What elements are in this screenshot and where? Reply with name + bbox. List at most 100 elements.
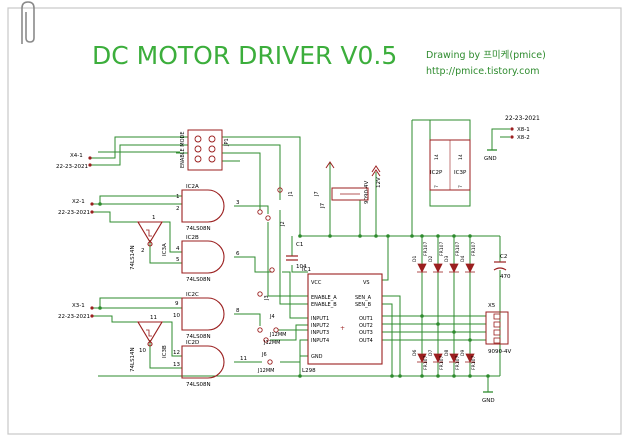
svg-text:X4-1: X4-1	[70, 153, 83, 159]
svg-text:FR107: FR107	[423, 242, 429, 256]
credit-url[interactable]: http://pmice.tistory.com	[426, 66, 539, 77]
inverter-ic3b	[137, 321, 163, 344]
sheet-frame	[7, 7, 622, 435]
l298-driver: IC1 L298 VCC ENABLE_A ENABLE_B INPUT1 IN…	[302, 267, 383, 374]
svg-text:J4: J4	[269, 314, 275, 320]
svg-text:INPUT3: INPUT3	[311, 330, 329, 336]
svg-text:74LS08N: 74LS08N	[186, 382, 211, 388]
x2-connector: X2-1 22-23-2021	[58, 199, 94, 216]
svg-text:J3: J3	[264, 295, 270, 301]
svg-text:INPUT4: INPUT4	[311, 338, 329, 344]
x3-connector: X3-1 22-23-2021	[58, 303, 94, 320]
and-gate-labels: IC2A 74LS08N 1 2 3 IC2B 74LS08N 4 5 6 IC…	[173, 184, 247, 388]
svg-text:ENABLE MODE: ENABLE MODE	[180, 131, 186, 168]
svg-text:470: 470	[500, 274, 511, 280]
svg-text:14: 14	[434, 154, 440, 160]
power-header	[331, 187, 369, 201]
inverter-labels: 74LS14N IC3A 1 2 74LS14N IC3B 11 10	[130, 215, 168, 372]
and-gate-ic2d	[181, 345, 225, 379]
svg-text:X8-2: X8-2	[517, 135, 530, 141]
svg-text:13: 13	[173, 362, 180, 368]
svg-text:INPUT2: INPUT2	[311, 323, 329, 329]
svg-text:4: 4	[176, 246, 180, 252]
jumper-j7-label: J7	[320, 202, 326, 209]
svg-text:6: 6	[236, 251, 240, 257]
svg-text:L298: L298	[302, 368, 316, 374]
svg-text:104: 104	[296, 264, 307, 270]
vs-label: 12V	[376, 177, 382, 188]
svg-text:X2-1: X2-1	[72, 199, 85, 205]
svg-text:FR107: FR107	[423, 356, 429, 370]
svg-text:J7: J7	[314, 191, 320, 197]
svg-text:GND: GND	[311, 354, 323, 360]
svg-text:11: 11	[150, 315, 157, 321]
svg-text:IC2A: IC2A	[186, 184, 199, 190]
svg-text:11: 11	[240, 356, 247, 362]
svg-text:ENABLE_A: ENABLE_A	[311, 295, 337, 301]
svg-text:ENABLE_B: ENABLE_B	[311, 302, 337, 308]
svg-text:1: 1	[176, 194, 180, 200]
x5-motor-connector: X5 9090-4V	[485, 303, 511, 355]
svg-text:2: 2	[176, 206, 180, 212]
svg-text:J12MM: J12MM	[263, 340, 280, 346]
and-gate-shapes	[181, 189, 225, 379]
svg-text:J6: J6	[261, 352, 267, 358]
svg-text:FR107: FR107	[439, 356, 445, 370]
svg-text:74LS08N: 74LS08N	[186, 334, 211, 340]
svg-text:D7: D7	[428, 350, 434, 356]
inverter-shapes	[137, 221, 163, 347]
svg-text:VS: VS	[363, 280, 370, 286]
svg-text:12: 12	[173, 350, 180, 356]
jumper-labels: J1 J2 J3 J4 J12MM J12MM J6 J12MM J7	[257, 191, 320, 374]
gnd-label-bottom: GND	[482, 398, 495, 404]
svg-text:X5: X5	[488, 303, 496, 309]
svg-text:J1: J1	[288, 191, 294, 197]
svg-text:7: 7	[458, 185, 464, 188]
svg-text:OUT1: OUT1	[359, 316, 373, 322]
svg-text:X3-1: X3-1	[72, 303, 85, 309]
svg-text:D3: D3	[444, 256, 450, 262]
enable-mode-header: ENABLE MODE JP1	[180, 129, 230, 171]
svg-text:74LS14N: 74LS14N	[130, 245, 136, 270]
svg-text:7: 7	[434, 185, 440, 188]
svg-text:IC2D: IC2D	[186, 340, 199, 346]
svg-text:D2: D2	[428, 256, 434, 262]
svg-text:IC1: IC1	[302, 267, 311, 273]
svg-text:FR107: FR107	[455, 242, 461, 256]
svg-text:JP1: JP1	[224, 138, 230, 147]
capacitor-c1: C1 104	[286, 242, 307, 270]
jumper-shapes	[257, 187, 283, 365]
svg-text:IC3P: IC3P	[454, 170, 467, 176]
svg-text:IC2P: IC2P	[430, 170, 443, 176]
svg-text:FR107: FR107	[471, 356, 477, 370]
svg-text:22-23-2021: 22-23-2021	[58, 210, 90, 216]
svg-text:8: 8	[236, 308, 240, 314]
supply-arrows	[325, 161, 381, 177]
svg-text:VCC: VCC	[311, 280, 322, 286]
and-gate-ic2b	[181, 240, 225, 274]
svg-text:74LS08N: 74LS08N	[186, 226, 211, 232]
svg-text:D9: D9	[460, 350, 466, 356]
ic-power-block: IC2P IC3P 14 14 7 7	[429, 139, 471, 191]
svg-text:IC3A: IC3A	[162, 243, 168, 256]
and-gate-ic2a	[181, 189, 225, 223]
svg-text:X8-1: X8-1	[517, 127, 530, 133]
diode-bottom-row: D6 D7 D8 D9 FR107 FR107 FR107 FR107	[412, 350, 477, 370]
svg-text:9: 9	[175, 301, 179, 307]
x4-connector: X4-1 22-23-2021	[56, 153, 92, 170]
svg-text:2: 2	[141, 248, 145, 254]
svg-text:C2: C2	[500, 254, 507, 260]
inverter-ic3a	[137, 221, 163, 244]
svg-text:FR107: FR107	[439, 242, 445, 256]
svg-text:+: +	[340, 325, 345, 332]
junctions	[98, 202, 490, 378]
svg-text:10: 10	[173, 313, 180, 319]
svg-text:3: 3	[236, 200, 240, 206]
svg-text:D6: D6	[412, 350, 418, 356]
svg-text:22-23-2021: 22-23-2021	[58, 314, 90, 320]
credit-author: Drawing by 프미케(pmice)	[426, 50, 546, 61]
svg-text:OUT2: OUT2	[359, 323, 373, 329]
date-label: 22-23-2021	[505, 115, 540, 122]
svg-text:14: 14	[458, 154, 464, 160]
